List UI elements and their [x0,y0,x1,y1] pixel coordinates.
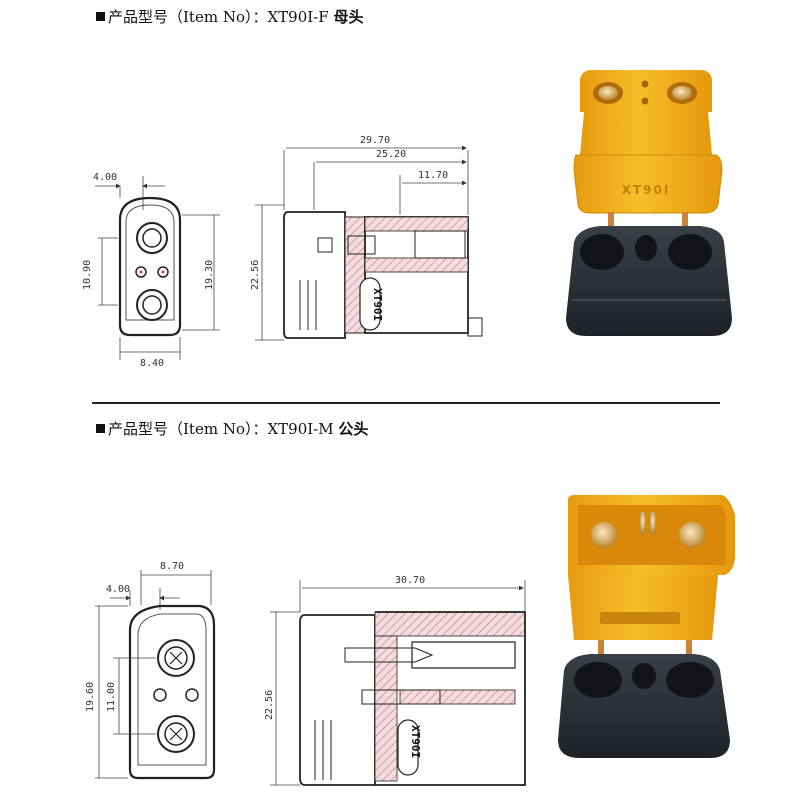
dim-width: 8.40 [140,358,164,369]
female-front-view [95,176,220,360]
dim-side-height: 22.56 [250,260,261,290]
dim-side-height: 22.56 [264,690,275,720]
female-side-view [255,145,483,341]
section-title-female: 产品型号（Item No）：XT90I-F 母头 [96,6,363,27]
section-divider [92,402,720,404]
male-connector-photo [558,495,735,758]
photo-body-marking: XT90I [622,183,671,197]
dim-pitch-offset: 4.00 [106,584,130,595]
dim-mid-length: 25.20 [376,149,406,160]
bullet-square-icon [96,12,105,21]
dim-height: 19.30 [204,260,215,290]
female-connector-photo [566,70,732,336]
bullet-square-icon [96,424,105,433]
body-marking: XT90I [409,725,422,758]
dim-pitch-offset: 4.00 [93,172,117,183]
item-no-label: 产品型号（Item No）： [108,420,268,438]
dim-short-length: 11.70 [418,170,448,181]
male-front-view [95,570,216,780]
dim-overall-length: 29.70 [360,135,390,146]
dim-overall-length: 30.70 [395,575,425,586]
model-number: XT90I-M [267,420,334,438]
dim-height: 19.60 [85,682,96,712]
dim-pin-spacing: 10.90 [82,260,93,290]
male-side-view [270,580,526,786]
body-marking: XT90I [371,288,384,321]
section-title-male: 产品型号（Item No）：XT90I-M 公头 [96,418,368,439]
connector-type-label: 公头 [338,420,369,438]
model-number: XT90I-F [267,8,329,26]
item-no-label: 产品型号（Item No）： [108,8,268,26]
dim-pin-spacing: 11.00 [106,682,117,712]
dim-width: 8.70 [160,561,184,572]
connector-type-label: 母头 [333,8,364,26]
